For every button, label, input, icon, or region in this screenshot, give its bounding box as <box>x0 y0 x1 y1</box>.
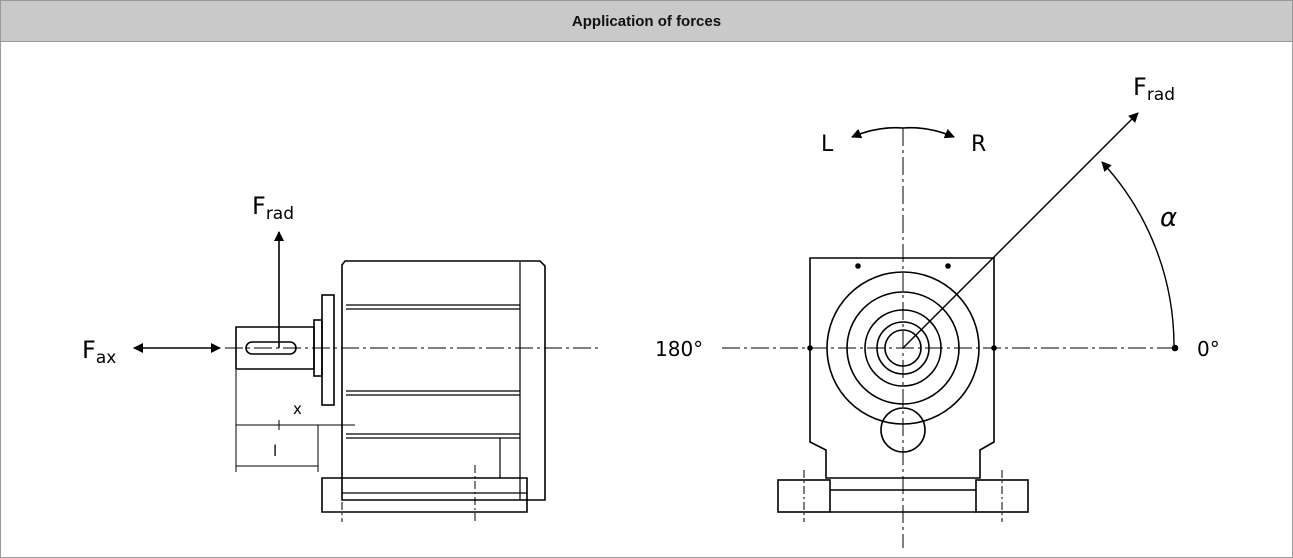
dot-right <box>991 345 997 351</box>
front-view-drawing <box>722 112 1179 548</box>
drawing-canvas: Frad Fax x l <box>82 73 1220 548</box>
front-view-labels: Frad L R α 180° 0° <box>655 73 1220 361</box>
label-0-deg: 0° <box>1197 337 1220 361</box>
dim-x-label: x <box>293 400 302 418</box>
alpha-arc <box>1101 161 1175 346</box>
rib-low <box>346 433 520 439</box>
dim-l-label: l <box>273 442 277 460</box>
ring-2 <box>846 291 960 405</box>
left-foot <box>777 479 831 513</box>
label-180-deg: 180° <box>655 337 703 361</box>
right-foot <box>975 479 1029 513</box>
page-title: Application of forces <box>571 12 722 30</box>
rotate-right-arrow <box>902 126 955 139</box>
frad-arrow-right <box>902 112 1139 349</box>
foot <box>321 477 528 513</box>
side-view-labels: Frad Fax x l <box>82 192 302 460</box>
fax-label: Fax <box>82 336 116 368</box>
dot-tl <box>855 263 861 269</box>
side-view-drawing <box>133 231 600 522</box>
housing <box>341 260 546 501</box>
outer-ring <box>826 271 980 425</box>
rotate-left-arrow <box>851 126 904 139</box>
dot-left <box>807 345 813 351</box>
rib-bottom <box>346 390 520 396</box>
ring-3 <box>864 309 942 387</box>
alpha-label: α <box>1160 203 1177 233</box>
front-housing <box>809 257 995 479</box>
dot-tr <box>945 263 951 269</box>
flange-step-2 <box>321 294 335 406</box>
header-bar: Application of forces <box>1 1 1292 42</box>
label-R: R <box>971 132 986 157</box>
label-L: L <box>821 132 834 157</box>
ring-4 <box>876 321 930 375</box>
zero-point <box>1171 344 1179 352</box>
lower-bore <box>880 407 926 453</box>
base-plate <box>830 489 976 513</box>
keyway <box>245 341 297 355</box>
rib-top <box>346 304 520 310</box>
frad-label-right: Frad <box>1133 73 1175 105</box>
frad-label-left: Frad <box>252 192 294 224</box>
ring-5 <box>884 329 922 367</box>
